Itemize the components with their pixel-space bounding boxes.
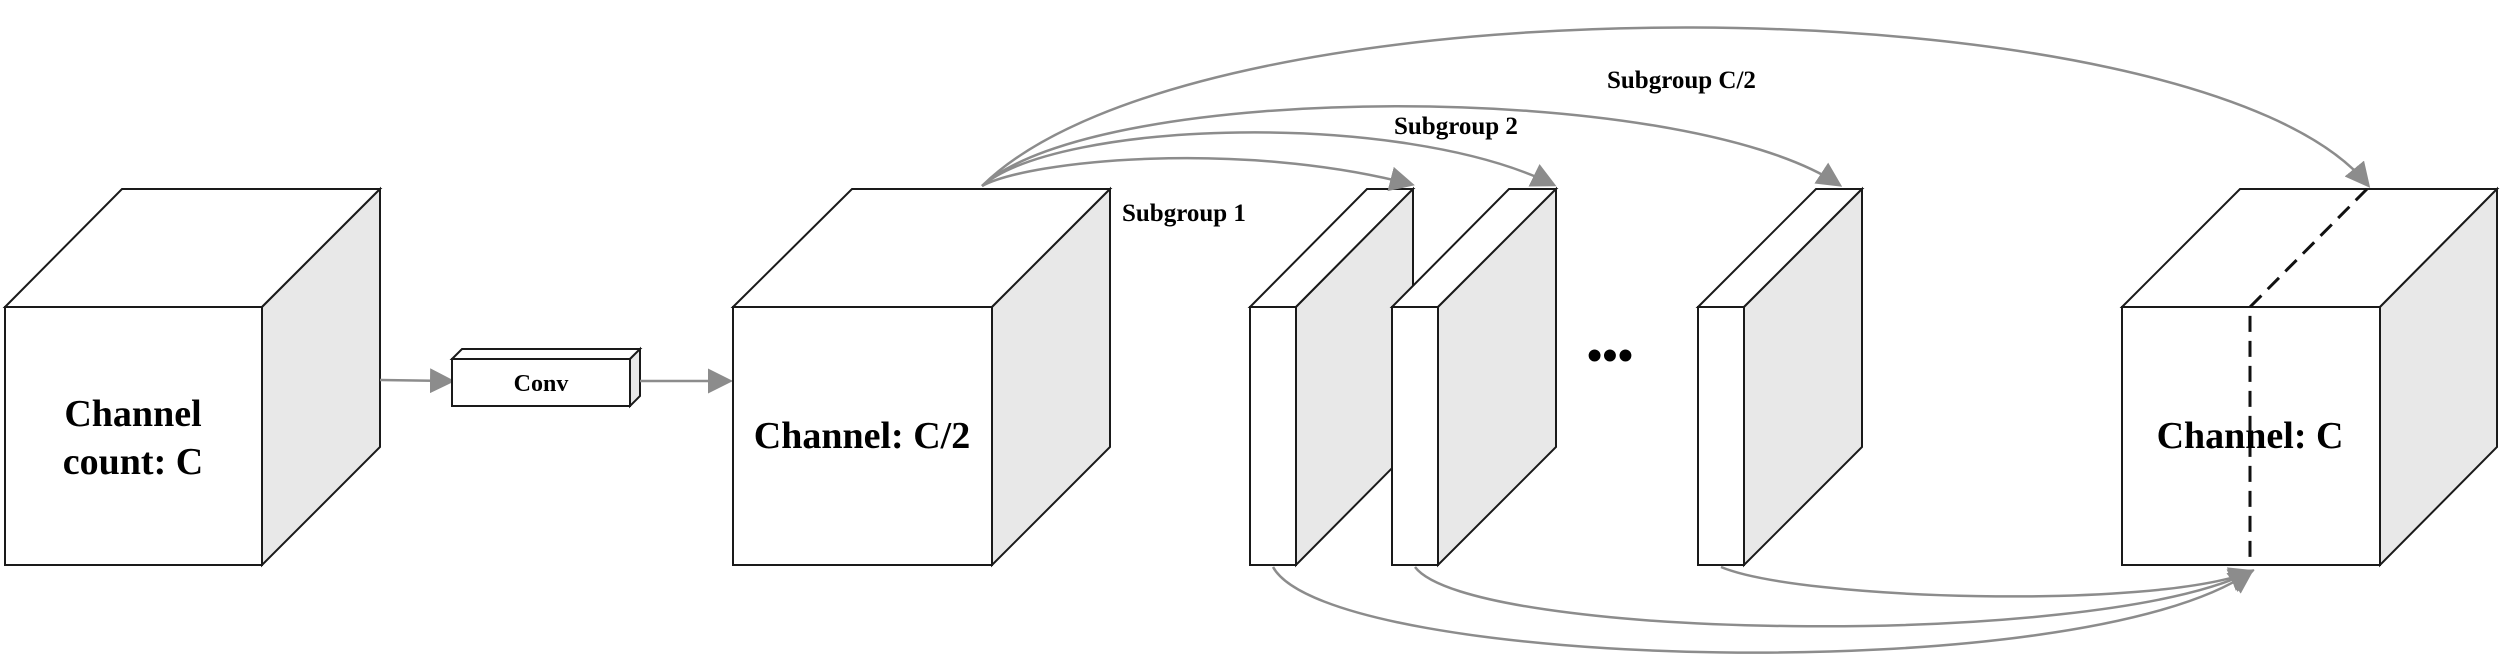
- subgroup-slab-1: [1247, 186, 1416, 568]
- ellipsis: •••: [1587, 331, 1633, 380]
- subgroup-1-label: Subgroup 1: [1122, 200, 1246, 227]
- arrow-to-subgroup-1: [981, 156, 1415, 192]
- arrow-input-to-conv: [379, 368, 455, 394]
- arrow-slab-2-to-output: [1414, 566, 2255, 628]
- subgroup-slab-last: [1695, 186, 1865, 568]
- output-cube: Channel: C: [2119, 186, 2500, 568]
- input-cube: Channel count: C: [2, 186, 383, 568]
- subgroup-2-label: Subgroup 2: [1394, 113, 1518, 140]
- arrow-to-subgroup-last: [981, 105, 1843, 187]
- output-split-line: [2248, 187, 2369, 565]
- input-cube-label-line2: count: C: [63, 441, 203, 483]
- conv-block: Conv: [449, 346, 643, 409]
- middle-cube: Channel: C/2: [730, 186, 1113, 568]
- output-cube-label: Channel: C: [2157, 415, 2344, 457]
- arrow-to-subgroup-2: [981, 131, 1557, 187]
- arrow-to-output: [981, 26, 2371, 188]
- arrow-slab-last-to-output: [1720, 565, 2255, 598]
- subgroup-slab-2: [1389, 186, 1559, 568]
- conv-label: Conv: [514, 371, 569, 397]
- arrow-slab-1-to-output: [1271, 566, 2255, 654]
- middle-cube-label: Channel: C/2: [754, 415, 970, 457]
- subgroup-last-label: Subgroup C/2: [1607, 67, 1756, 94]
- input-cube-label-line1: Channel: [64, 393, 201, 435]
